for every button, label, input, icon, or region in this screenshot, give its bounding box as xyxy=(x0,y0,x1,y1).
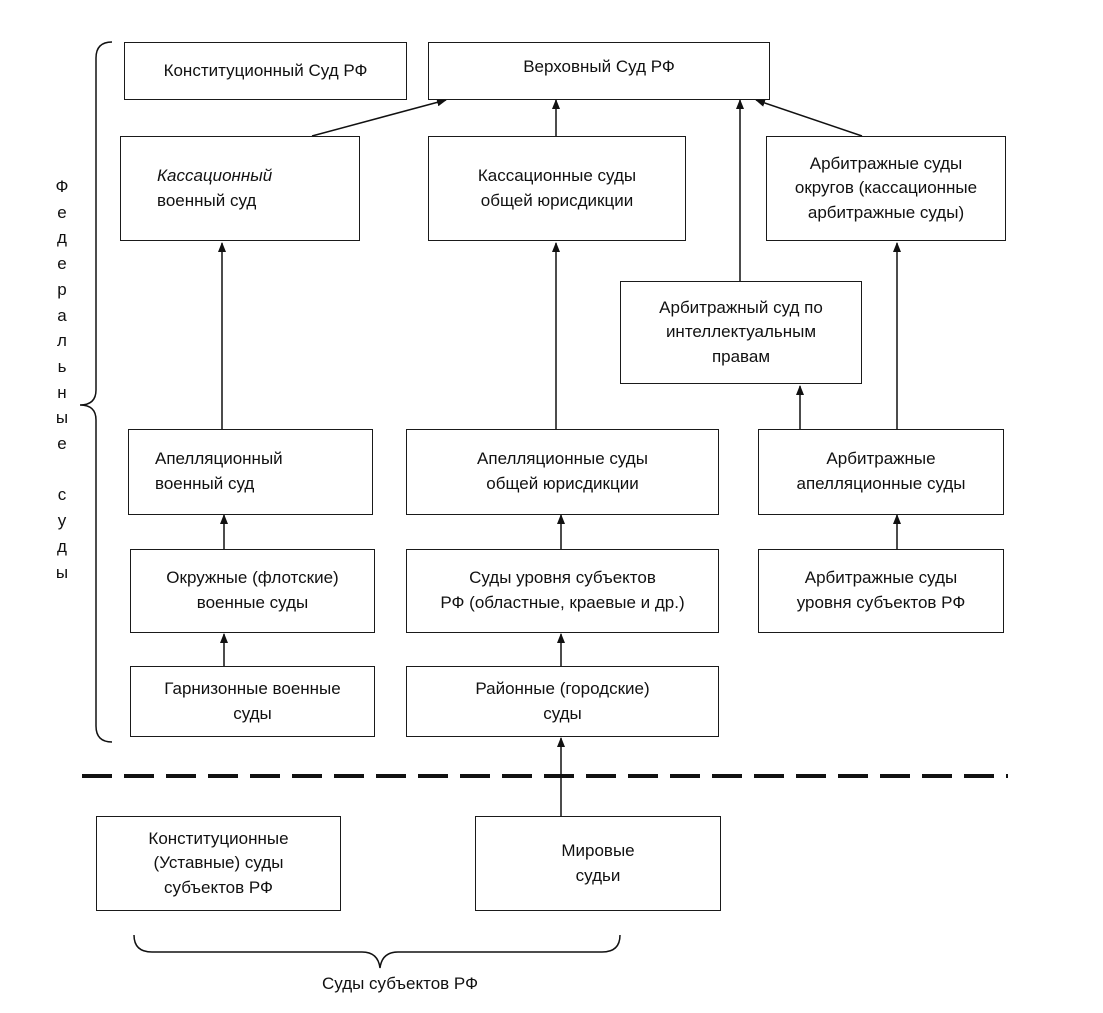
subject-courts-brace xyxy=(133,934,621,969)
district-city-box: Районные (городские) суды xyxy=(406,666,719,737)
general-cassation-box: Кассационные суды общей юрисдикции xyxy=(428,136,686,241)
justices-of-peace-box: Мировые судьи xyxy=(475,816,721,911)
constitutional-court-box: Конституционный Суд РФ xyxy=(124,42,407,100)
military-cassation-box: Кассационный военный суд xyxy=(120,136,360,241)
federal-courts-label: Ф е д е р а л ь н ы е с у д ы xyxy=(55,177,69,582)
arbitration-district-box: Арбитражные суды округов (кассационные а… xyxy=(766,136,1006,241)
supreme-court-box: Верховный Суд РФ xyxy=(428,42,770,100)
ip-court-box: Арбитражный суд по интеллектуальным прав… xyxy=(620,281,862,384)
military-appeal-box: Апелляционный военный суд xyxy=(128,429,373,515)
arrow-military-cassation-to-supreme xyxy=(311,98,447,137)
district-military-box: Окружные (флотские) военные суды xyxy=(130,549,375,633)
arrow-arbitration-district-to-supreme xyxy=(755,99,863,137)
regional-arbitration-box: Арбитражные суды уровня субъектов РФ xyxy=(758,549,1004,633)
regional-courts-box: Суды уровня субъектов РФ (областные, кра… xyxy=(406,549,719,633)
subject-constitutional-box: Конституционные (Уставные) суды субъекто… xyxy=(96,816,341,911)
garrison-military-box: Гарнизонные военные суды xyxy=(130,666,375,737)
general-appeal-box: Апелляционные суды общей юрисдикции xyxy=(406,429,719,515)
subject-courts-label: Суды субъектов РФ xyxy=(321,974,479,993)
arbitration-appeal-box: Арбитражные апелляционные суды xyxy=(758,429,1004,515)
federal-courts-brace xyxy=(79,41,113,743)
